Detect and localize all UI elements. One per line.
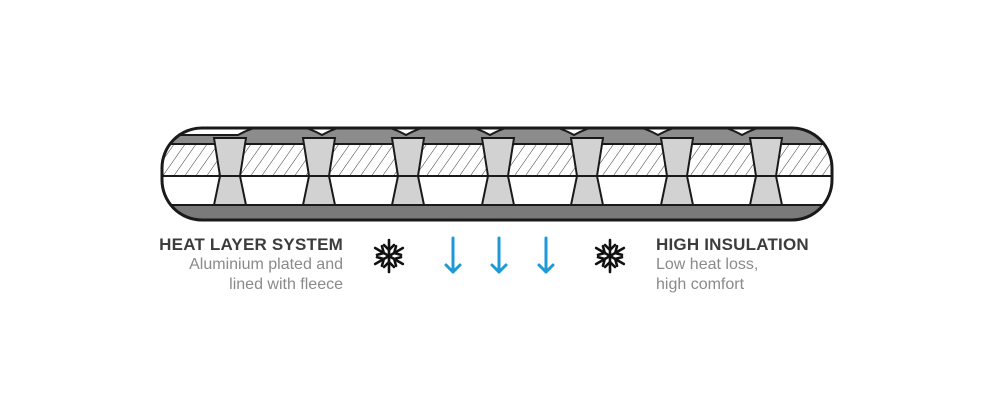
baffle — [659, 137, 695, 206]
baffle — [748, 137, 784, 206]
heat-layer-title: HEAT LAYER SYSTEM — [159, 235, 343, 254]
heat-layer-desc-line2: lined with fleece — [229, 276, 343, 293]
insulation-desc-line1: Low heat loss, — [656, 256, 759, 273]
insulation-label: HIGH INSULATION Low heat loss, high comf… — [656, 235, 809, 295]
baffle — [569, 137, 605, 206]
heat-layer-desc-line1: Aluminium plated and — [189, 256, 343, 273]
snowflake-icon — [594, 238, 626, 274]
arrow-down-icon — [444, 236, 462, 274]
pad-outline — [160, 126, 834, 222]
heat-layer-label: HEAT LAYER SYSTEM Aluminium plated and l… — [159, 235, 343, 295]
baffles — [212, 137, 784, 206]
pad-interior — [162, 128, 832, 220]
bottom-layer — [162, 205, 832, 220]
insulation-title: HIGH INSULATION — [656, 235, 809, 254]
arrow-down-icon — [537, 236, 555, 274]
arrow-down-icon — [490, 236, 508, 274]
baffle — [212, 137, 248, 206]
snowflake-icon — [373, 238, 405, 274]
insulation-desc-line2: high comfort — [656, 276, 745, 293]
baffle — [301, 137, 337, 206]
baffle — [480, 137, 516, 206]
baffle — [390, 137, 426, 206]
